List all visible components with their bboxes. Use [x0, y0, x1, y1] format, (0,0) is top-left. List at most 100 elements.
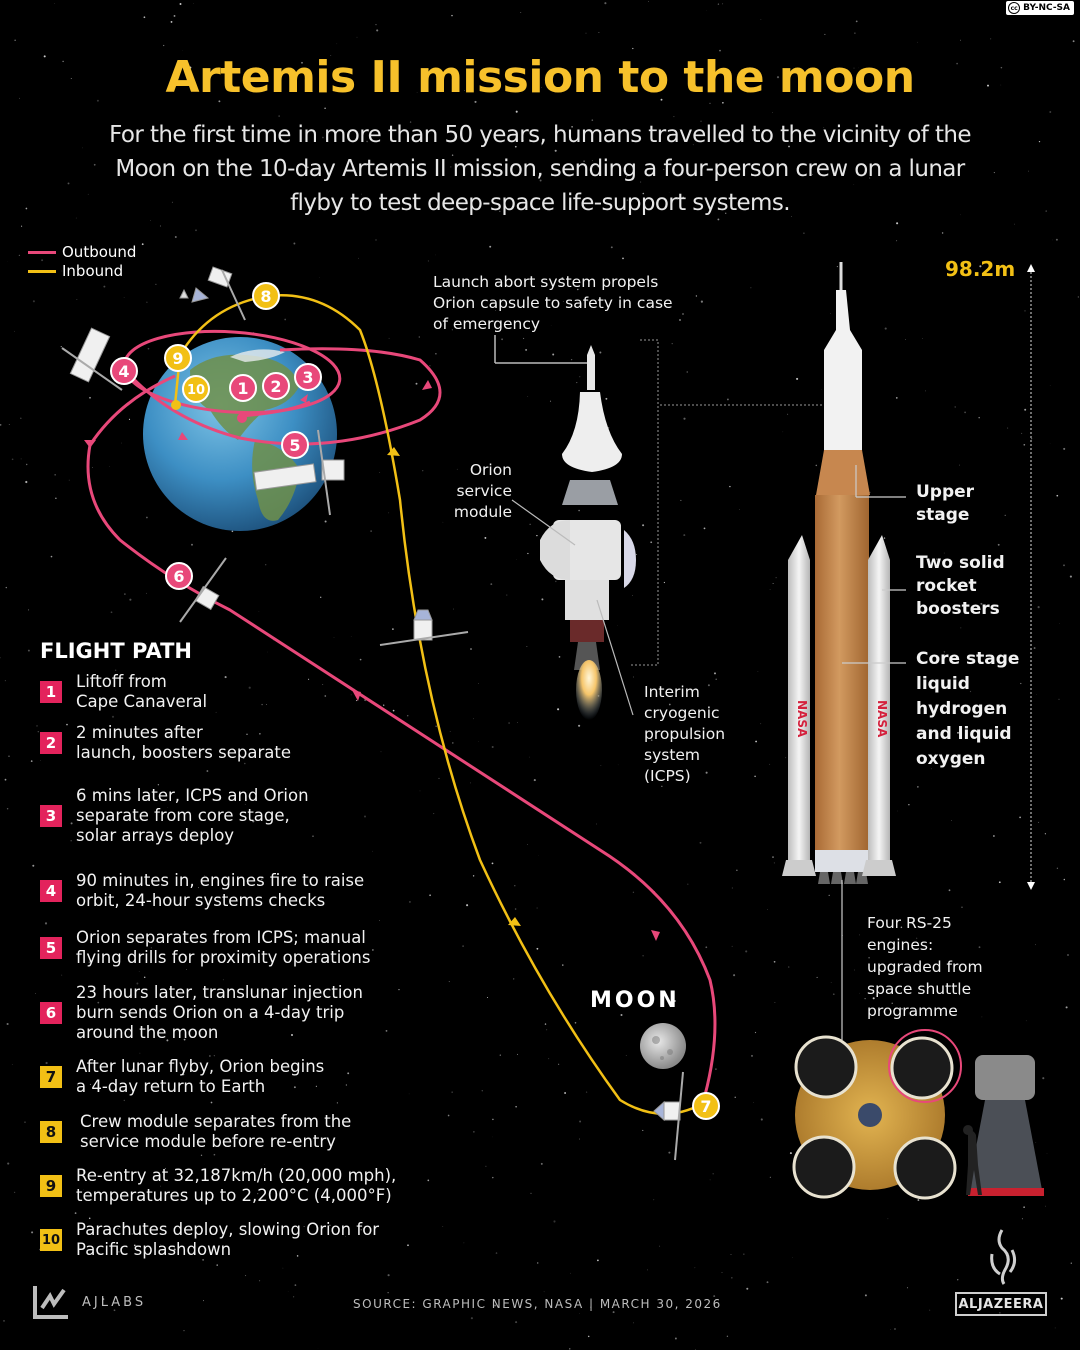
marker-6: 6 [165, 562, 193, 590]
marker-2: 2 [262, 372, 290, 400]
step-number-badge: 5 [40, 937, 62, 959]
step-line: temperatures up to 2,200°C (4,000°F) [76, 1186, 392, 1205]
label-line: system [644, 746, 701, 764]
core-stage-label: Core stage liquid hydrogen and liquid ox… [916, 647, 1019, 772]
moon-label: MOON [590, 988, 680, 1013]
label-line: Interim [644, 683, 700, 701]
svg-text:7: 7 [700, 1097, 711, 1116]
label-line: module [453, 503, 512, 521]
label-line: stage [916, 505, 970, 525]
svg-text:5: 5 [289, 436, 300, 455]
step-line: burn sends Orion on a 4-day trip [76, 1003, 345, 1022]
step-line: Orion separates from ICPS; manual [76, 928, 366, 947]
label-line: boosters [916, 599, 1000, 619]
step-number-badge: 9 [40, 1175, 62, 1197]
svg-text:NASA: NASA [795, 700, 809, 738]
step-line: After lunar flyby, Orion begins [76, 1057, 325, 1076]
step-line: Parachutes deploy, slowing Orion for [76, 1220, 380, 1239]
label-line: cryogenic [644, 704, 720, 722]
label-line: propulsion [644, 725, 726, 743]
subtitle-line: flyby to test deep-space life-support sy… [290, 190, 790, 216]
rs25-engine-plate [792, 1029, 962, 1200]
ajlabs-logo: AJLABS [32, 1284, 146, 1320]
step-number-badge: 1 [40, 681, 62, 703]
aljazeera-logo: ALJAZEERA [955, 1292, 1047, 1316]
label-line: hydrogen [916, 699, 1008, 719]
label-line: Core stage [916, 649, 1020, 669]
step-line: around the moon [76, 1023, 219, 1042]
step-line: 2 minutes after [76, 723, 203, 742]
marker-1: 1 [229, 374, 257, 402]
legend-item-inbound: Inbound [28, 262, 136, 281]
page-subtitle: For the first time in more than 50 years… [60, 118, 1020, 220]
orion-exploded-view [494, 335, 825, 720]
step-number-badge: 7 [40, 1066, 62, 1088]
step-line: Re-entry at 32,187km/h (20,000 mph), [76, 1166, 397, 1185]
label-line: of emergency [433, 315, 541, 333]
label-line: Upper [916, 482, 975, 502]
inbound-swatch [28, 270, 56, 273]
service-module-label: Orion service module [450, 460, 512, 523]
icps-label: Interim cryogenic propulsion system (ICP… [644, 682, 725, 787]
label-line: programme [867, 1002, 958, 1020]
ajlabs-label: AJLABS [82, 1295, 147, 1310]
marker-10: 10 [182, 375, 210, 403]
marker-4: 4 [110, 357, 138, 385]
legend-label: Inbound [62, 262, 124, 280]
label-line: engines: [867, 936, 934, 954]
step-number-badge: 6 [40, 1002, 62, 1024]
label-line: service [456, 482, 512, 500]
source-credit: SOURCE: GRAPHIC NEWS, NASA | MARCH 30, 2… [353, 1297, 722, 1311]
sls-rocket: NASA NASA [782, 262, 1035, 1040]
label-line: Orion [469, 461, 512, 479]
svg-text:3: 3 [302, 368, 313, 387]
license-badge: cc BY-NC-SA [1006, 1, 1074, 15]
rs25-engine-image [963, 1055, 1044, 1196]
marker-3: 3 [294, 363, 322, 391]
svg-text:10: 10 [187, 383, 205, 398]
subtitle-line: For the first time in more than 50 years… [109, 122, 971, 148]
step-number-badge: 3 [40, 805, 62, 827]
label-line: Orion capsule to safety in case [433, 294, 673, 312]
step-line: orbit, 24-hour systems checks [76, 891, 326, 910]
svg-text:1: 1 [237, 379, 248, 398]
map-markers: 1 2 3 4 5 6 7 8 9 10 [110, 282, 720, 1120]
step-number-badge: 4 [40, 880, 62, 902]
marker-9: 9 [164, 344, 192, 372]
step-line: Cape Canaveral [76, 692, 208, 711]
label-line: Two solid [916, 553, 1005, 573]
step-line: separate from core stage, [76, 806, 290, 825]
legend: Outbound Inbound [28, 243, 136, 281]
step-number-badge: 2 [40, 732, 62, 754]
rs25-engines-label: Four RS-25 engines: upgraded from space … [867, 912, 983, 1022]
license-label: BY-NC-SA [1023, 3, 1070, 13]
step-line: Crew module separates from the [80, 1112, 352, 1131]
marker-7: 7 [692, 1092, 720, 1120]
label-line: and liquid [916, 724, 1012, 744]
marker-5: 5 [281, 431, 309, 459]
cc-icon: cc [1008, 2, 1021, 14]
step-line: Liftoff from [76, 672, 167, 691]
label-line: (ICPS) [644, 767, 691, 785]
launch-abort-label: Launch abort system propels Orion capsul… [433, 272, 673, 335]
page-title: Artemis II mission to the moon [165, 52, 915, 103]
svg-text:9: 9 [172, 349, 183, 368]
step-line: a 4-day return to Earth [76, 1077, 266, 1096]
svg-text:NASA: NASA [875, 700, 889, 738]
svg-text:6: 6 [173, 567, 184, 586]
label-line: space shuttle [867, 980, 972, 998]
